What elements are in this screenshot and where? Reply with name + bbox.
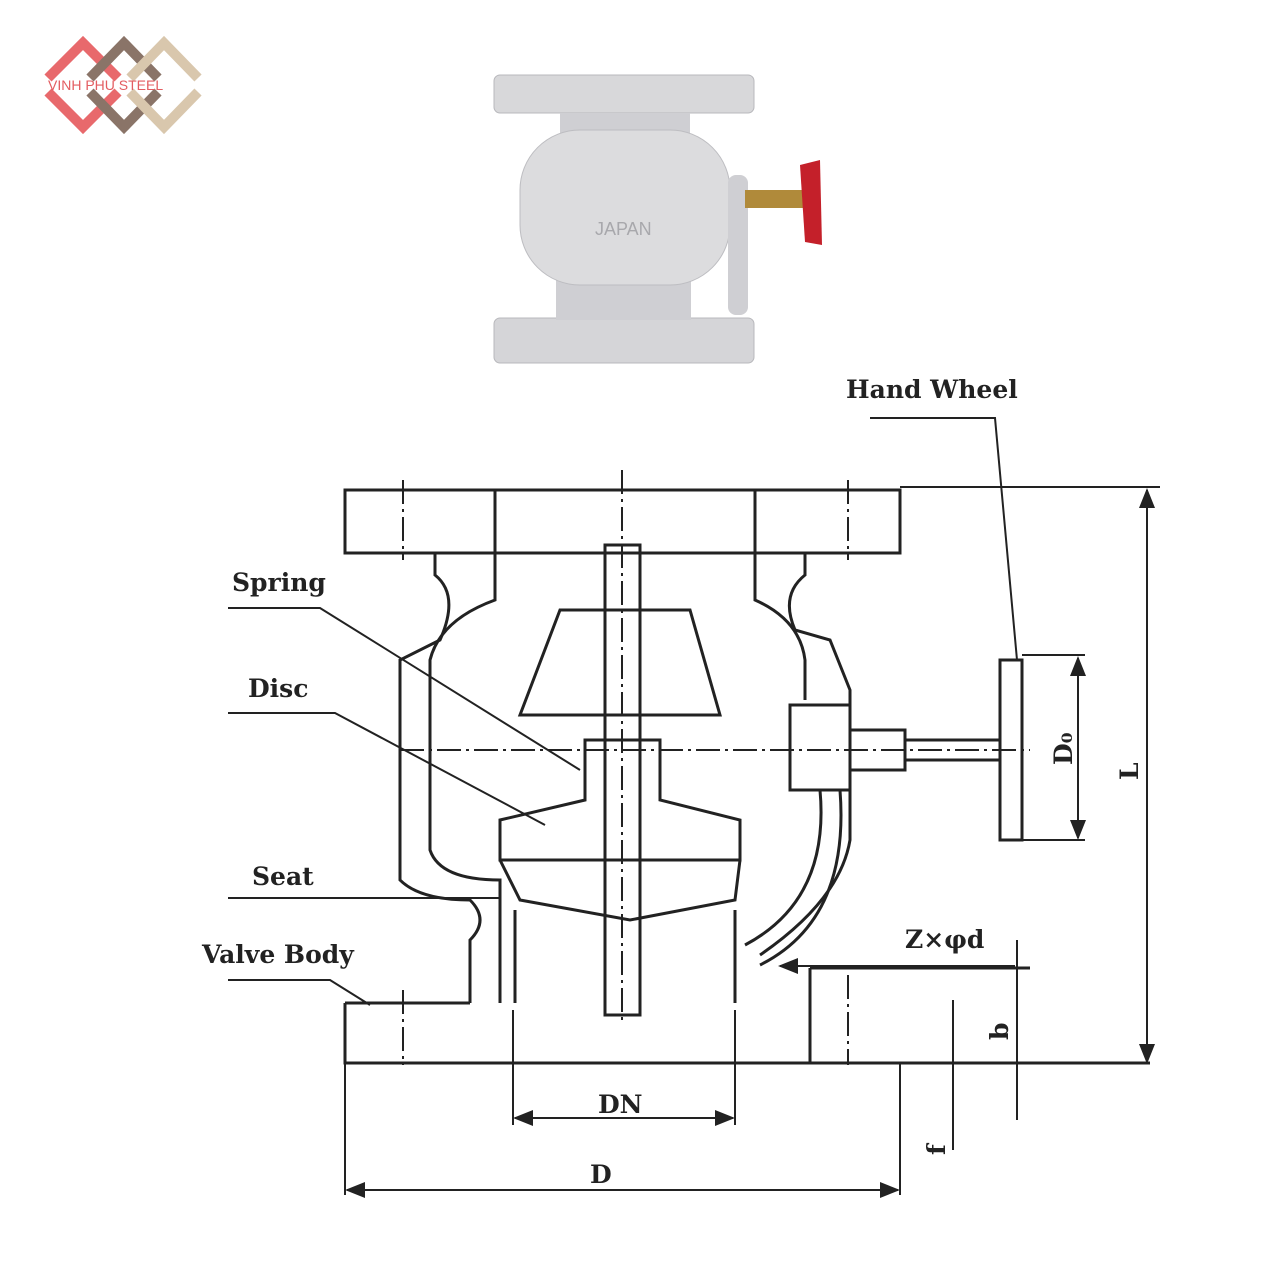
dim-d0: D₀ (1049, 732, 1078, 765)
label-spring: Spring (232, 568, 326, 597)
dimension-lines (344, 486, 1160, 1198)
label-hand-wheel: Hand Wheel (846, 375, 1018, 404)
label-disc: Disc (248, 674, 308, 703)
dim-holes: Z×φd (905, 925, 984, 954)
label-seat: Seat (252, 862, 314, 891)
handwheel-red (800, 160, 822, 245)
dim-l: L (1115, 762, 1144, 780)
dim-d: D (590, 1160, 612, 1189)
brand-logo: VINH PHU STEEL (44, 35, 202, 135)
product-photo: JAPAN (493, 74, 822, 364)
label-valve-body: Valve Body (201, 940, 355, 969)
dim-f: f (922, 1142, 951, 1155)
leader-lines (228, 417, 1018, 1006)
valve-cross-section (343, 470, 1150, 1065)
logo-text: VINH PHU STEEL (48, 77, 163, 93)
cast-marks: JAPAN (595, 219, 652, 239)
dim-b: b (985, 1023, 1014, 1040)
dim-dn: DN (598, 1090, 643, 1119)
logo-diamond-beige (126, 35, 202, 135)
